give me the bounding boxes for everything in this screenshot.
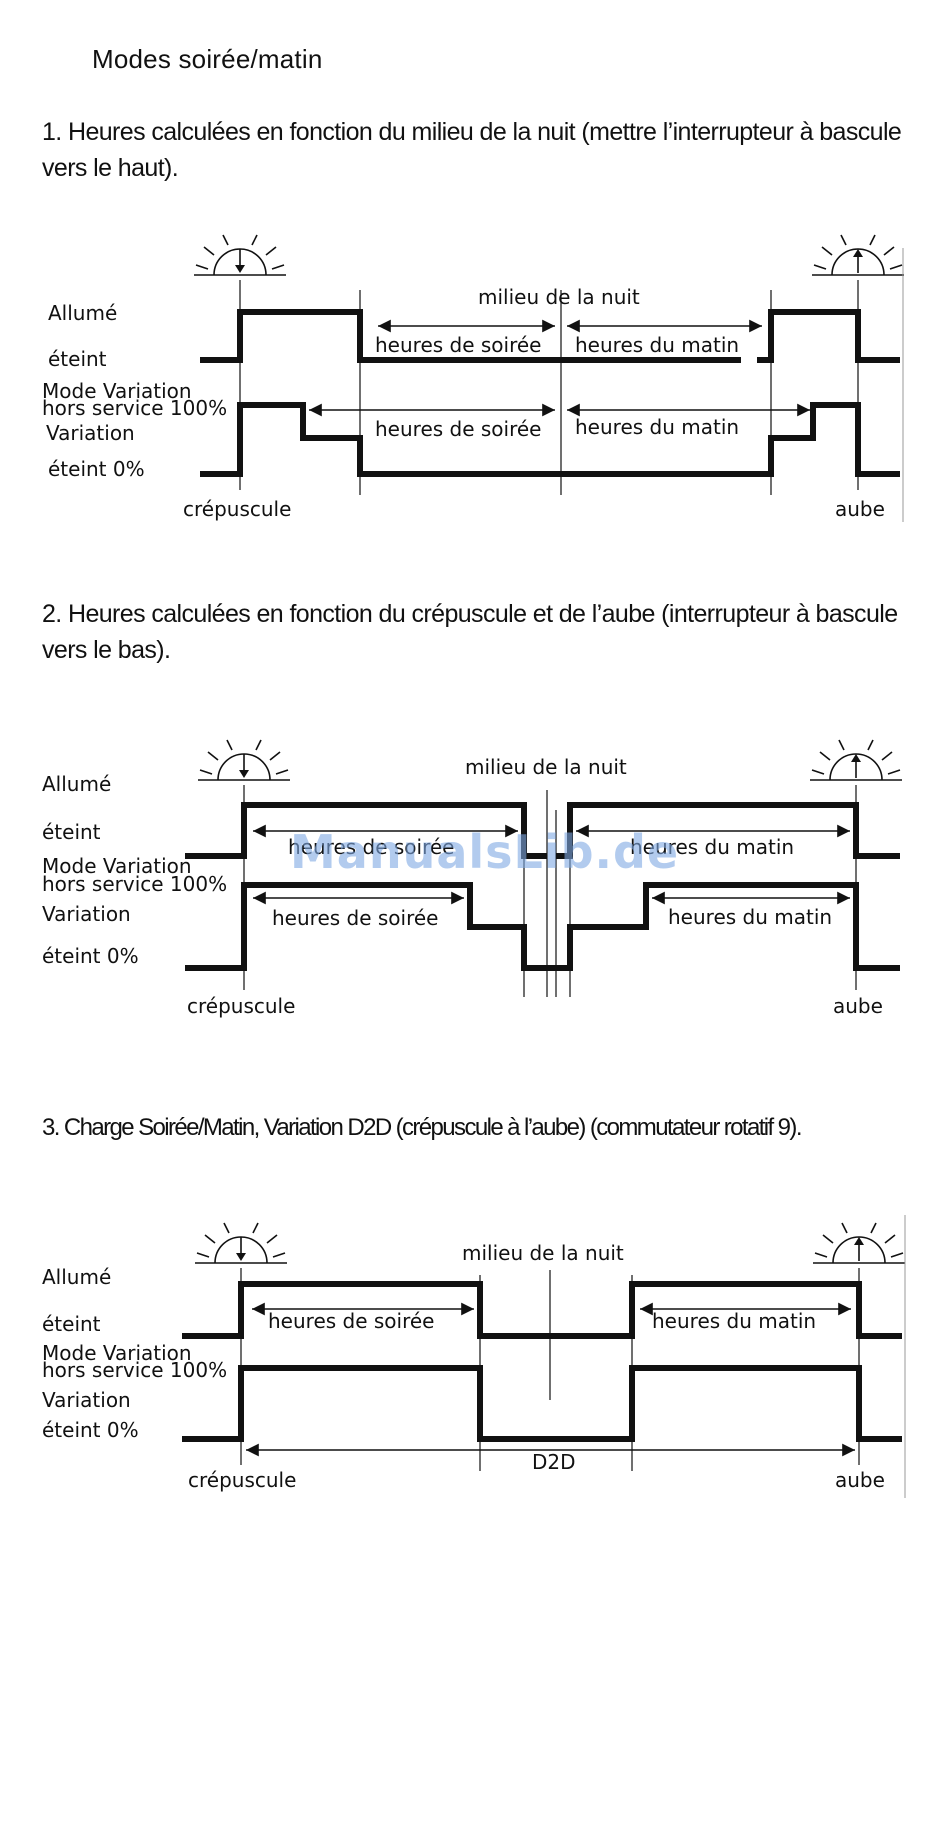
top-waveform-right (556, 802, 900, 859)
label-allume: Allumé (42, 1265, 111, 1289)
label-soiree-top: heures de soirée (268, 1309, 434, 1333)
bottom-waveform (182, 1365, 902, 1442)
label-hors-service: hors service 100% (42, 1358, 227, 1382)
page-title: Modes soirée/matin (92, 44, 323, 74)
sunrise-icon (813, 1222, 905, 1264)
top-waveform-left (185, 802, 547, 859)
top-waveform (182, 1281, 902, 1339)
label-mode-variation: Mode Variation (42, 1341, 192, 1365)
label-soiree-top: heures de soirée (288, 835, 454, 859)
sunset-icon (198, 739, 290, 781)
label-matin-bottom: heures du matin (575, 415, 739, 439)
label-eteint-0: éteint 0% (48, 457, 145, 481)
diagram-2: Allumé éteint Mode Variation hors servic… (42, 739, 902, 1018)
label-hors-service: hors service 100% (42, 872, 227, 896)
label-crepuscule: crépuscule (187, 994, 295, 1018)
label-matin-top: heures du matin (630, 835, 794, 859)
label-variation: Variation (46, 421, 135, 445)
label-allume: Allumé (42, 772, 111, 796)
top-waveform-right (757, 309, 900, 363)
label-d2d: D2D (532, 1450, 576, 1474)
section-1-heading: 1. Heures calculées en fonction du milie… (42, 118, 902, 182)
label-milieu: milieu de la nuit (478, 285, 640, 309)
label-milieu: milieu de la nuit (465, 755, 627, 779)
label-eteint-0: éteint 0% (42, 1418, 139, 1442)
label-hors-service: hors service 100% (42, 396, 227, 420)
label-soiree-top: heures de soirée (375, 333, 541, 357)
diagram-3: Allumé éteint Mode Variation hors servic… (42, 1215, 906, 1498)
bottom-waveform (200, 402, 900, 477)
label-eteint: éteint (42, 1312, 101, 1336)
label-crepuscule: crépuscule (183, 497, 291, 521)
label-eteint: éteint (42, 820, 101, 844)
label-matin-top: heures du matin (652, 1309, 816, 1333)
label-soiree-bottom: heures de soirée (272, 906, 438, 930)
label-milieu: milieu de la nuit (462, 1241, 624, 1265)
top-waveform-left (200, 309, 741, 363)
label-crepuscule: crépuscule (188, 1468, 296, 1492)
label-variation: Variation (42, 1388, 131, 1412)
label-soiree-bottom: heures de soirée (375, 417, 541, 441)
sunrise-icon (812, 234, 904, 276)
bottom-waveform (185, 882, 900, 971)
label-aube: aube (833, 994, 883, 1018)
sunset-icon (195, 1222, 287, 1264)
label-mode-variation: Mode Variation (42, 379, 192, 403)
label-matin-bottom: heures du matin (668, 905, 832, 929)
label-allume: Allumé (48, 301, 117, 325)
label-mode-variation: Mode Variation (42, 854, 192, 878)
diagram-1: Allumé éteint Mode Variation hors servic… (42, 234, 904, 522)
section-3-heading: 3. Charge Soirée/Matin, Variation D2D (c… (42, 1114, 802, 1141)
label-variation: Variation (42, 902, 131, 926)
section-2-heading: 2. Heures calculées en fonction du crépu… (42, 600, 898, 664)
label-matin-top: heures du matin (575, 333, 739, 357)
watermark: ManualsLib.de (290, 825, 680, 879)
label-eteint-0: éteint 0% (42, 944, 139, 968)
sunrise-icon (810, 739, 902, 781)
sunset-icon (194, 234, 286, 276)
label-aube: aube (835, 1468, 885, 1492)
label-eteint: éteint (48, 347, 107, 371)
label-aube: aube (835, 497, 885, 521)
